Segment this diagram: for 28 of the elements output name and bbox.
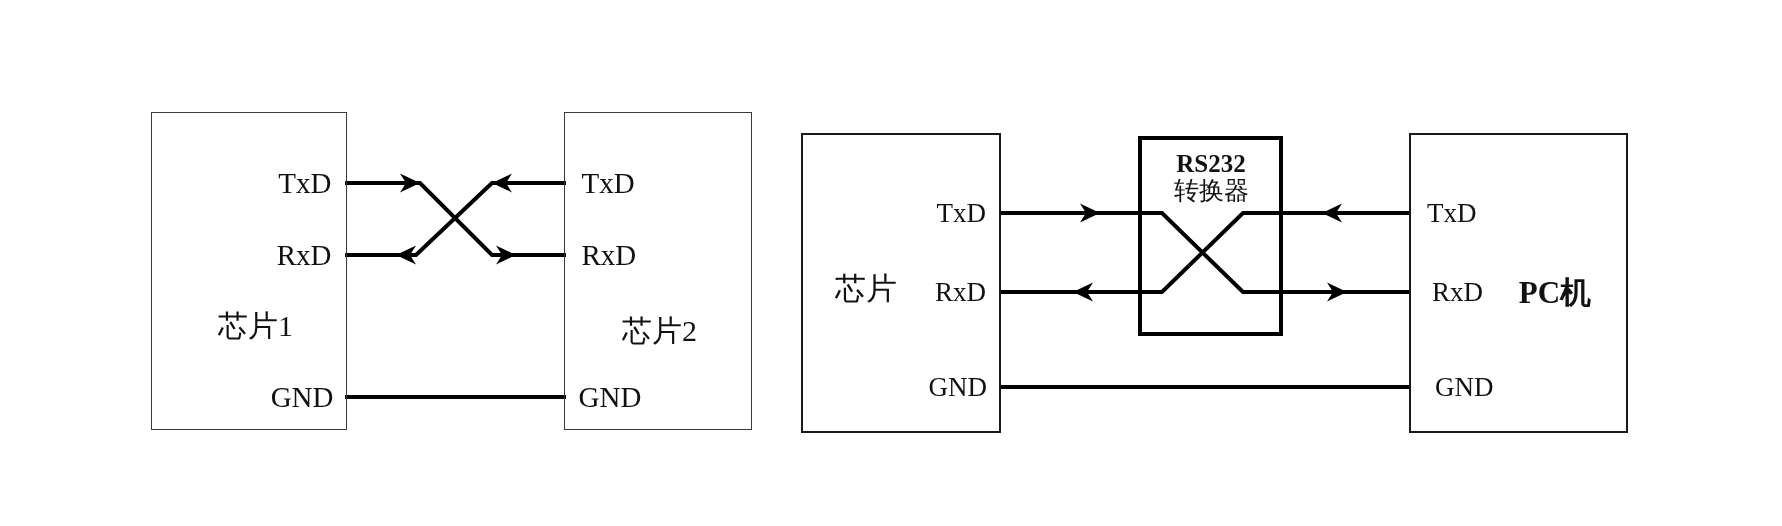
- chip-box: [151, 112, 347, 430]
- converter-box: [1138, 136, 1283, 336]
- chip-label: 芯片1: [217, 307, 294, 344]
- left-arrow: [1283, 203, 1411, 223]
- pin-label: RxD: [261, 237, 345, 272]
- pin-label: GND: [915, 370, 999, 404]
- chip-box: [801, 133, 1001, 433]
- right-arrow: [1283, 282, 1411, 302]
- pin-label: TxD: [565, 165, 650, 200]
- chip-label: 芯片2: [621, 312, 698, 349]
- pin-label: GND: [1411, 370, 1495, 404]
- pin-label: TxD: [1411, 196, 1495, 230]
- wire: [345, 395, 566, 399]
- pin-label: TxD: [261, 165, 345, 200]
- pin-label: RxD: [1411, 275, 1495, 309]
- wire: [999, 385, 1411, 389]
- right-arrow: [999, 203, 1138, 223]
- device-label: PC机: [1517, 273, 1593, 312]
- device-box: [1409, 133, 1628, 433]
- chip-box: [564, 112, 752, 430]
- pin-label: TxD: [915, 196, 999, 230]
- pin-label: RxD: [565, 237, 650, 272]
- pin-label: GND: [261, 379, 345, 414]
- chip-label: 芯片: [834, 270, 898, 308]
- left-arrow: [999, 282, 1138, 302]
- pin-label: RxD: [915, 275, 999, 309]
- converter-label: RS232 转换器: [1172, 150, 1250, 204]
- pin-label: GND: [565, 379, 650, 414]
